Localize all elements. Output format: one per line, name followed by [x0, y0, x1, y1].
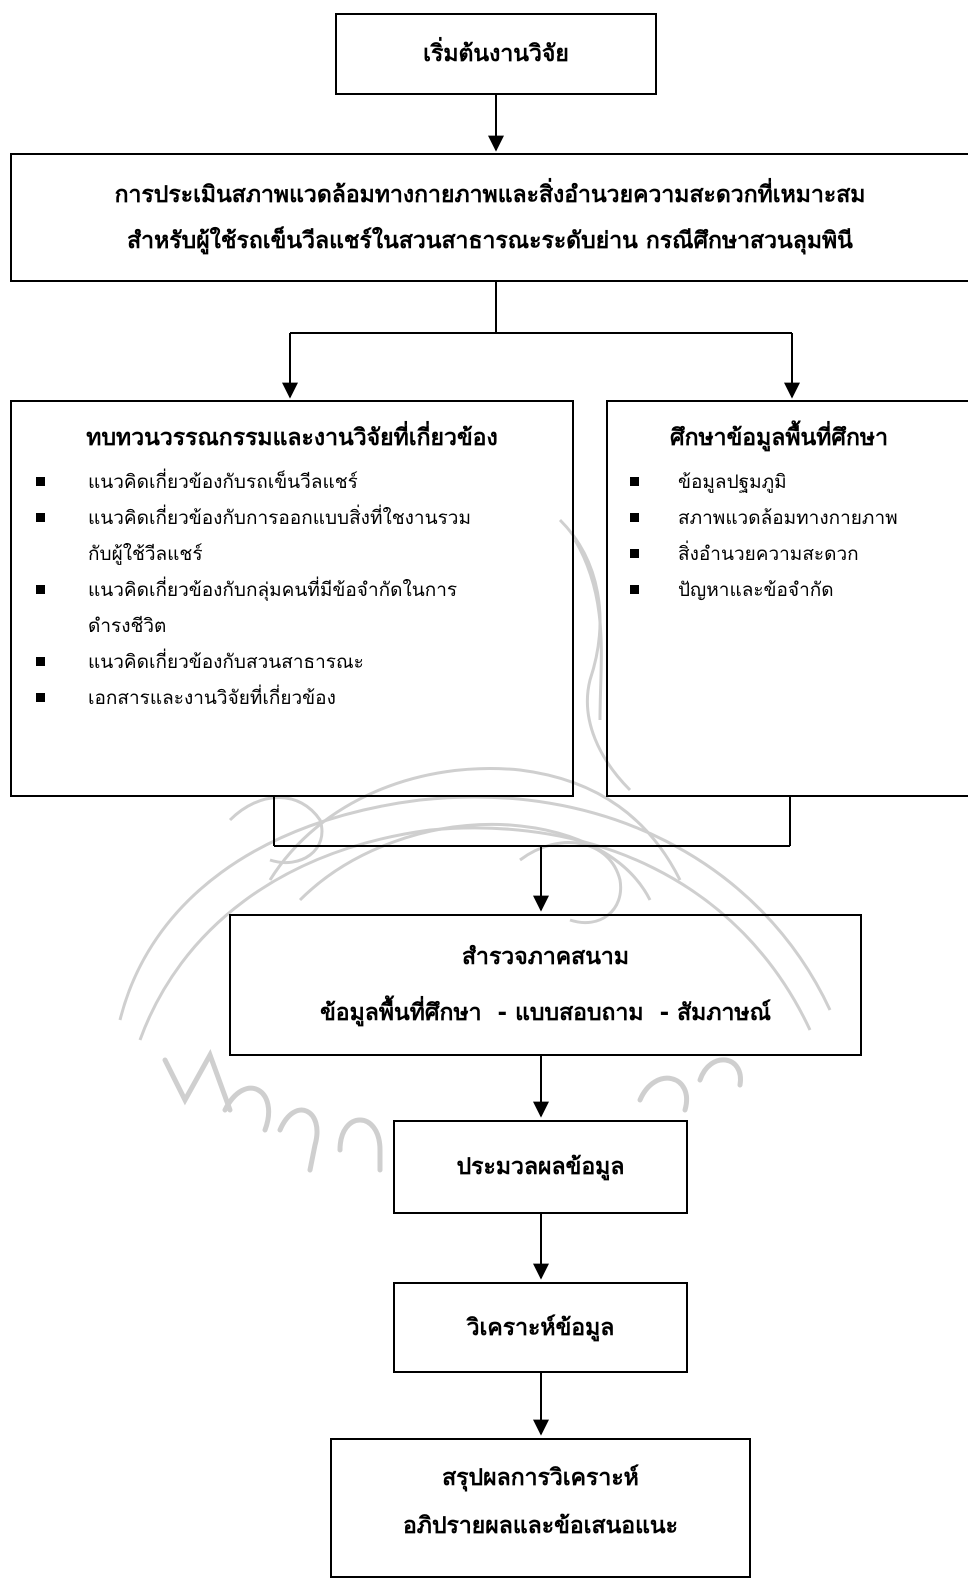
bullet-icon: [36, 657, 45, 666]
process-data-label: ประมวลผลข้อมูล: [456, 1154, 625, 1180]
list-item: สิ่งอำนวยความสะดวก: [608, 536, 968, 572]
research-title-line-2: สำหรับผู้ใช้รถเข็นวีลแชร์ในสวนสาธารณะระด…: [127, 227, 853, 254]
literature-review-box: ทบทวนวรรณกรรมและงานวิจัยที่เกี่ยวข้อง แน…: [10, 400, 574, 797]
literature-review-list: แนวคิดเกี่ยวข้องกับรถเข็นวีลแชร์ แนวคิดเ…: [12, 464, 572, 716]
bullet-icon: [630, 513, 639, 522]
process-data-box: ประมวลผลข้อมูล: [393, 1120, 688, 1214]
start-box: เริ่มต้นงานวิจัย: [335, 13, 657, 95]
list-item: เอกสารและงานวิจัยที่เกี่ยวข้อง: [12, 680, 572, 716]
field-survey-title: สำรวจภาคสนาม: [462, 944, 629, 970]
bullet-icon: [630, 477, 639, 486]
bullet-icon: [36, 513, 45, 522]
study-area-list: ข้อมูลปฐมภูมิ สภาพแวดล้อมทางกายภาพ สิ่งอ…: [608, 464, 968, 608]
bullet-icon: [630, 585, 639, 594]
list-item-continuation: ดำรงชีวิต: [88, 615, 167, 637]
list-item: แนวคิดเกี่ยวข้องกับการออกแบบสิ่งที่ใชงาน…: [12, 500, 572, 536]
list-item: แนวคิดเกี่ยวข้องกับกลุ่มคนที่มีข้อจำกัดใ…: [12, 572, 572, 608]
list-item: ข้อมูลปฐมภูมิ: [608, 464, 968, 500]
conclusion-line-1: สรุปผลการวิเคราะห์: [442, 1465, 639, 1491]
field-survey-methods: ข้อมูลพื้นที่ศึกษา - แบบสอบถาม - สัมภาษณ…: [320, 1000, 771, 1026]
bullet-icon: [36, 693, 45, 702]
list-item-continuation: กับผู้ใช้วีลแชร์: [88, 543, 203, 565]
start-label: เริ่มต้นงานวิจัย: [423, 41, 569, 67]
list-item: สภาพแวดล้อมทางกายภาพ: [608, 500, 968, 536]
literature-review-heading: ทบทวนวรรณกรรมและงานวิจัยที่เกี่ยวข้อง: [86, 425, 498, 451]
bullet-icon: [36, 477, 45, 486]
study-area-box: ศึกษาข้อมูลพื้นที่ศึกษา ข้อมูลปฐมภูมิ สภ…: [606, 400, 968, 797]
bullet-icon: [630, 549, 639, 558]
field-survey-box: สำรวจภาคสนาม ข้อมูลพื้นที่ศึกษา - แบบสอบ…: [229, 914, 862, 1056]
list-item: แนวคิดเกี่ยวข้องกับรถเข็นวีลแชร์: [12, 464, 572, 500]
list-item: ปัญหาและข้อจำกัด: [608, 572, 968, 608]
list-item: แนวคิดเกี่ยวข้องกับสวนสาธารณะ: [12, 644, 572, 680]
analyze-data-box: วิเคราะห์ข้อมูล: [393, 1282, 688, 1373]
conclusion-line-2: อภิปรายผลและข้อเสนอแนะ: [402, 1513, 679, 1539]
conclusion-box: สรุปผลการวิเคราะห์ อภิปรายผลและข้อเสนอแน…: [330, 1438, 751, 1578]
analyze-data-label: วิเคราะห์ข้อมูล: [466, 1314, 615, 1341]
research-title-box: การประเมินสภาพแวดล้อมทางกายภาพและสิ่งอำน…: [10, 153, 968, 282]
bullet-icon: [36, 585, 45, 594]
study-area-heading: ศึกษาข้อมูลพื้นที่ศึกษา: [669, 425, 889, 451]
research-title-line-1: การประเมินสภาพแวดล้อมทางกายภาพและสิ่งอำน…: [114, 181, 866, 208]
